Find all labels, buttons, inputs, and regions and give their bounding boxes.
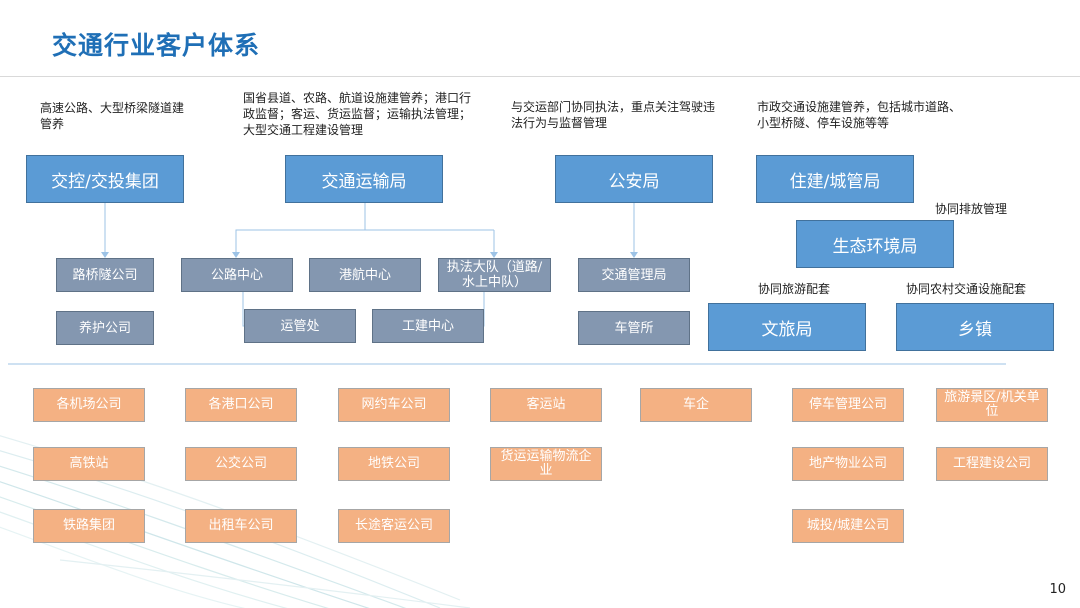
customer-passenger-station: 客运站 <box>490 388 602 422</box>
customer-bus-company: 公交公司 <box>185 447 297 481</box>
box-maintenance-company: 养护公司 <box>56 311 154 345</box>
note-emission-coordination: 协同排放管理 <box>935 202 1008 216</box>
box-transport-bureau: 交通运输局 <box>285 155 443 203</box>
customer-taxi-company: 出租车公司 <box>185 509 297 543</box>
customer-urban-investment-construction: 城投/城建公司 <box>792 509 904 543</box>
box-ecology-environment-bureau: 生态环境局 <box>796 220 954 268</box>
customer-metro-company: 地铁公司 <box>338 447 450 481</box>
note-tourism-coordination: 协同旅游配套 <box>758 282 831 296</box>
title-divider <box>0 76 1080 77</box>
box-transport-management-office: 运管处 <box>244 309 356 343</box>
customer-parking-management: 停车管理公司 <box>792 388 904 422</box>
page-number: 10 <box>1049 582 1066 597</box>
box-township: 乡镇 <box>896 303 1054 351</box>
description-jiaokong: 高速公路、大型桥梁隧道建管养 <box>40 101 185 131</box>
customer-scenic-areas-institutions: 旅游景区/机关单位 <box>936 388 1048 422</box>
customer-freight-logistics: 货运运输物流企业 <box>490 447 602 481</box>
box-law-enforcement-brigade: 执法大队（道路/水上中队） <box>438 258 551 292</box>
customer-airport-companies: 各机场公司 <box>33 388 145 422</box>
box-highway-center: 公路中心 <box>181 258 293 292</box>
box-vehicle-management-office: 车管所 <box>578 311 690 345</box>
description-zhujian: 市政交通设施建管养，包括城市道路、小型桥隧、停车设施等等 <box>757 100 962 130</box>
customer-ride-hailing-companies: 网约车公司 <box>338 388 450 422</box>
note-rural-transport-coordination: 协同农村交通设施配套 <box>906 282 1027 296</box>
box-engineering-center: 工建中心 <box>372 309 484 343</box>
customer-automakers: 车企 <box>640 388 752 422</box>
box-jiaokong-group: 交控/交投集团 <box>26 155 184 203</box>
customer-railway-group: 铁路集团 <box>33 509 145 543</box>
box-public-security-bureau: 公安局 <box>555 155 713 203</box>
box-road-bridge-tunnel-company: 路桥隧公司 <box>56 258 154 292</box>
box-port-shipping-center: 港航中心 <box>309 258 421 292</box>
customer-construction-company: 工程建设公司 <box>936 447 1048 481</box>
box-traffic-management-bureau: 交通管理局 <box>578 258 690 292</box>
description-jiaotong: 国省县道、农路、航道设施建管养；港口行政监督；客运、货运监督；运输执法管理；大型… <box>243 91 472 137</box>
box-culture-tourism-bureau: 文旅局 <box>708 303 866 351</box>
box-housing-urban-bureau: 住建/城管局 <box>756 155 914 203</box>
customer-long-distance-coach: 长途客运公司 <box>338 509 450 543</box>
customer-port-companies: 各港口公司 <box>185 388 297 422</box>
page-title: 交通行业客户体系 <box>52 31 261 60</box>
description-gongan: 与交运部门协同执法，重点关注驾驶违法行为与监督管理 <box>511 100 716 130</box>
customer-real-estate-property: 地产物业公司 <box>792 447 904 481</box>
customer-high-speed-rail-station: 高铁站 <box>33 447 145 481</box>
